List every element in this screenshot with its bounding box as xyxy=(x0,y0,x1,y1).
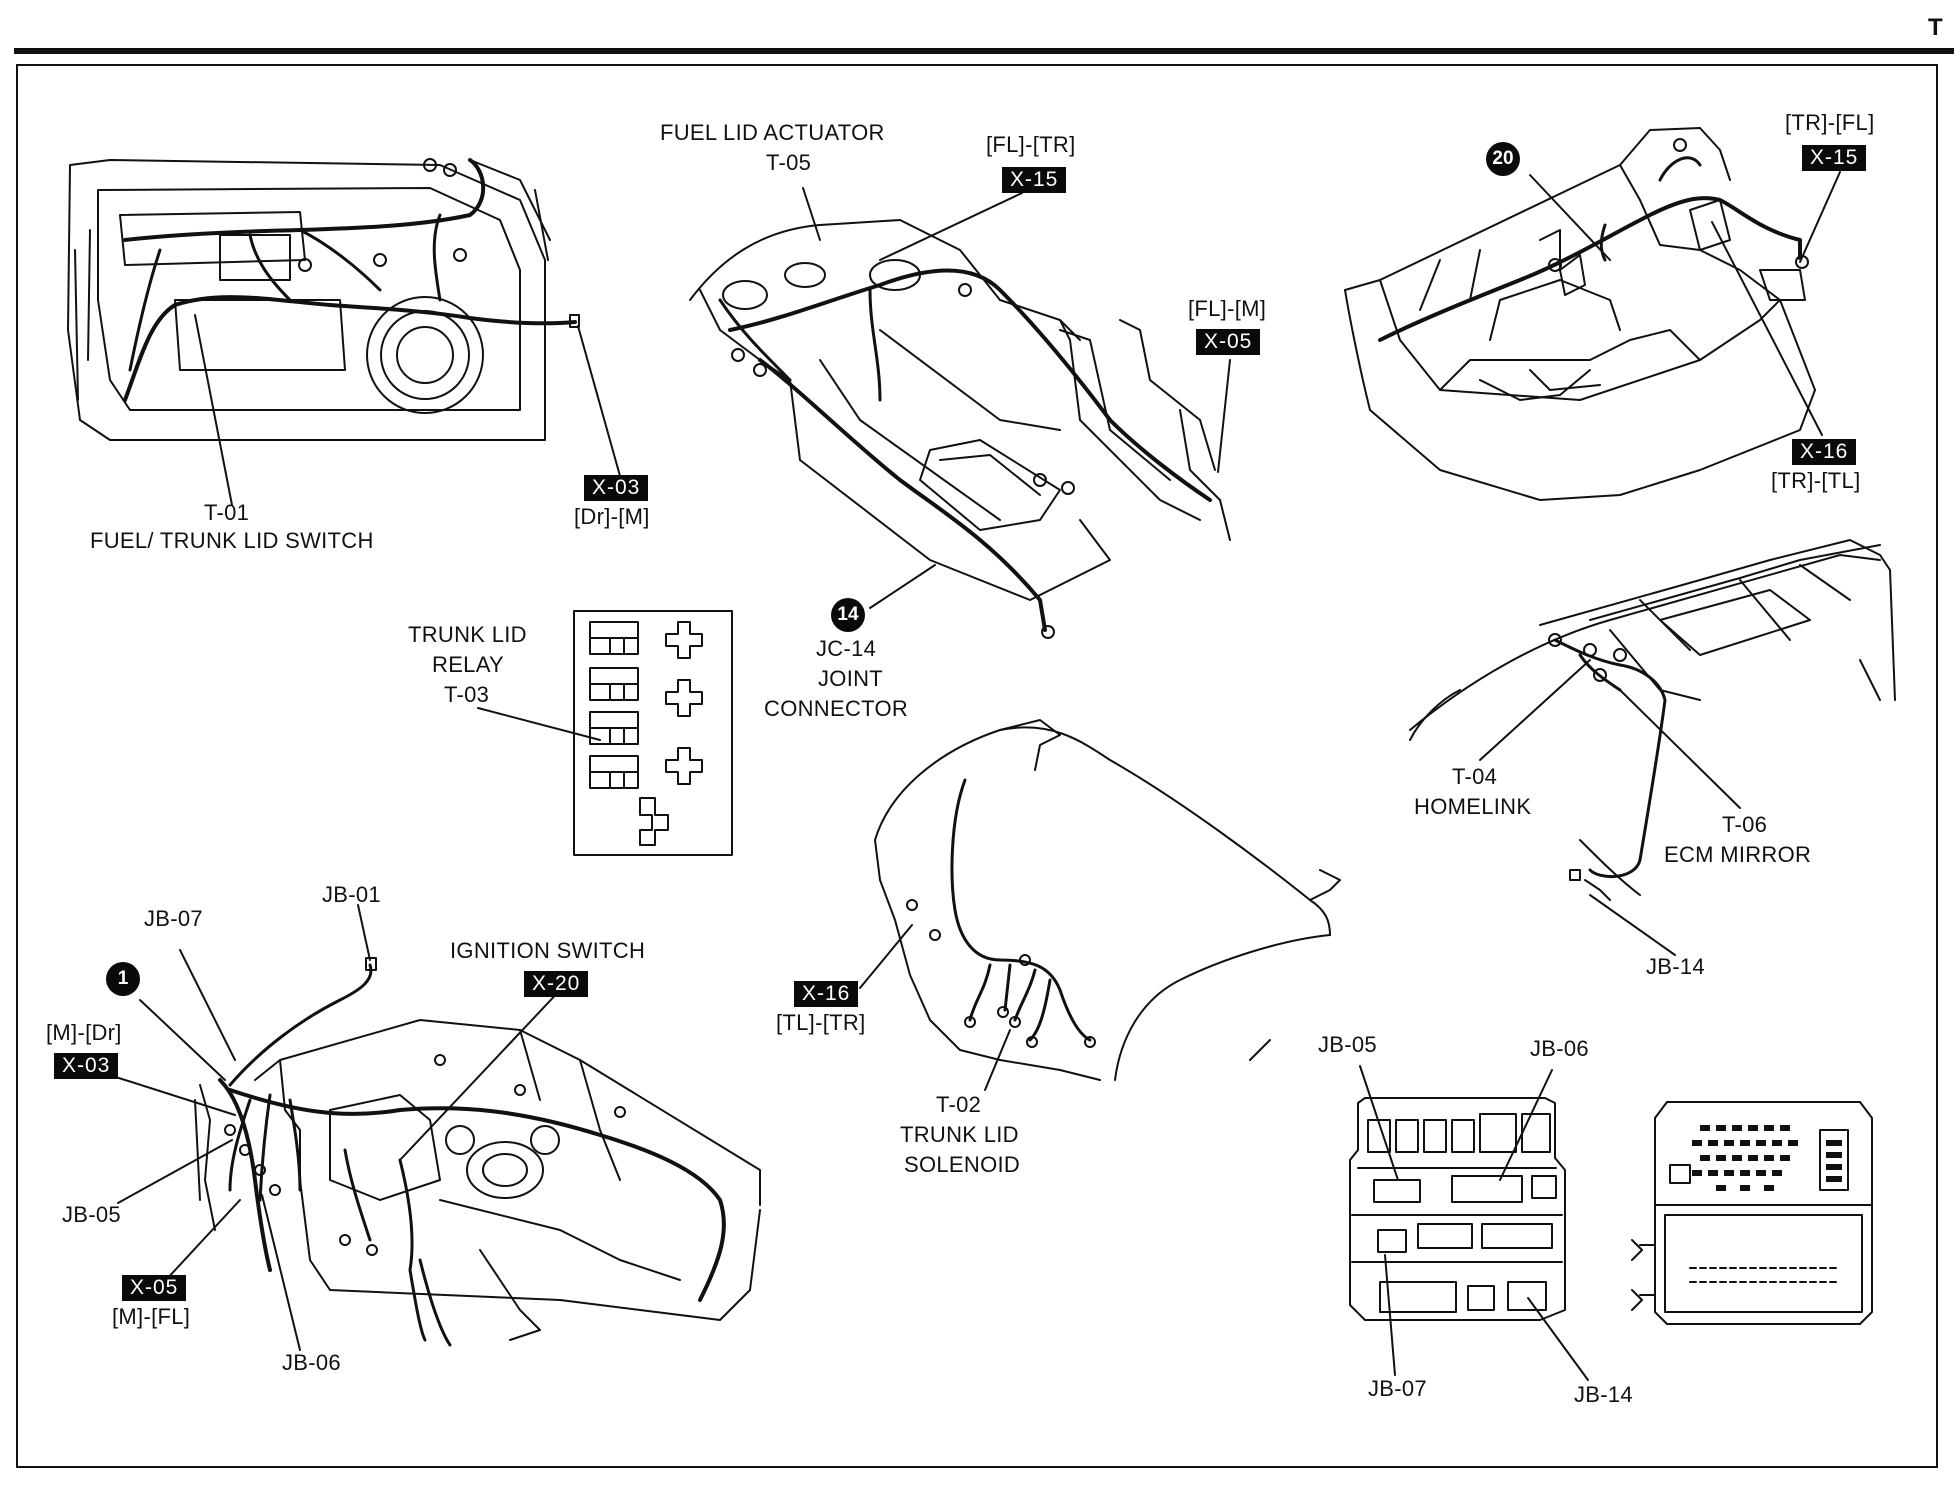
label-jb14-box: JB-14 xyxy=(1574,1382,1633,1407)
x20-tag: X-20 xyxy=(524,968,589,997)
leader-t02 xyxy=(984,1029,1011,1091)
x15-fl-tag-text: X-15 xyxy=(1002,167,1067,193)
label-t01-name: FUEL/ TRUNK LID SWITCH xyxy=(90,528,374,553)
label-x05-fl-sub: [FL]-[M] xyxy=(1188,296,1267,321)
roof-liner-illustration xyxy=(1409,539,1896,901)
callout-dot-14: 14 xyxy=(831,598,865,632)
x16-tl-tag: X-16 xyxy=(794,978,859,1007)
x20-tag-text: X-20 xyxy=(524,971,589,997)
label-ignition-switch: IGNITION SWITCH xyxy=(450,938,646,963)
leader-jb05-box xyxy=(1359,1065,1399,1181)
label-jc14-name1: JOINT xyxy=(818,666,884,691)
leader-x03-m xyxy=(99,1071,236,1116)
x03-dr-tag-text: X-03 xyxy=(584,475,649,501)
x03-m-tag: X-03 xyxy=(54,1050,119,1079)
leader-jb14-roof xyxy=(1589,894,1676,956)
leader-1 xyxy=(139,999,226,1081)
x16-tr-tag-text: X-16 xyxy=(1792,439,1857,465)
page-section-letter: T xyxy=(1928,14,1943,41)
label-x05-m-sub: [M]-[FL] xyxy=(112,1304,191,1329)
label-jb05-box: JB-05 xyxy=(1318,1032,1377,1057)
leader-jb07-box xyxy=(1384,1254,1396,1376)
diagram-frame xyxy=(16,64,1938,1468)
label-jb07-box: JB-07 xyxy=(1368,1376,1427,1401)
x15-tr-tag-text: X-15 xyxy=(1802,145,1867,171)
x05-fl-tag-text: X-05 xyxy=(1196,329,1261,355)
x05-m-tag-text: X-05 xyxy=(122,1275,187,1301)
label-x03-dr-sub: [Dr]-[M] xyxy=(574,504,650,529)
leader-t01 xyxy=(194,314,233,506)
door-panel-illustration xyxy=(67,158,580,441)
leader-t05 xyxy=(802,187,821,241)
label-t01-code: T-01 xyxy=(204,500,250,525)
leader-t04 xyxy=(1479,659,1591,761)
label-relay-name2: RELAY xyxy=(432,652,505,677)
leader-t06 xyxy=(1619,689,1741,809)
leader-jc14 xyxy=(869,564,936,609)
callout-dot-20: 20 xyxy=(1486,142,1520,176)
leader-jb05-dash xyxy=(117,1139,233,1204)
label-jb07-dash: JB-07 xyxy=(144,906,203,931)
x05-m-tag: X-05 xyxy=(122,1272,187,1301)
label-t02-code: T-02 xyxy=(936,1092,982,1117)
x15-tr-tag: X-15 xyxy=(1802,142,1867,171)
x03-m-tag-text: X-03 xyxy=(54,1053,119,1079)
leader-x15-tr xyxy=(1799,171,1841,263)
relay-block-illustration xyxy=(573,610,733,856)
label-x16-tr-sub: [TR]-[TL] xyxy=(1771,468,1861,493)
dashboard-harness-illustration xyxy=(194,957,761,1347)
top-rule xyxy=(14,48,1954,54)
label-x15-tr-sub: [TR]-[FL] xyxy=(1785,110,1875,135)
label-jb01: JB-01 xyxy=(322,882,381,907)
leader-jb07-dash xyxy=(179,949,236,1061)
label-x16-tl-sub: [TL]-[TR] xyxy=(776,1010,866,1035)
junction-box-rear-illustration xyxy=(1631,1101,1873,1325)
leader-jb06-dash xyxy=(261,1194,301,1351)
label-jc14-code: JC-14 xyxy=(816,636,877,661)
label-t04-code: T-04 xyxy=(1452,764,1498,789)
label-t02-name2: SOLENOID xyxy=(904,1152,1021,1177)
label-jb14-roof: JB-14 xyxy=(1646,954,1705,979)
label-x03-m-sub: [M]-[Dr] xyxy=(46,1020,122,1045)
x15-fl-tag: X-15 xyxy=(1002,164,1067,193)
floor-harness-illustration xyxy=(689,219,1231,639)
leader-x16-tl xyxy=(859,924,913,989)
label-t06-code: T-06 xyxy=(1722,812,1768,837)
junction-box-front-illustration xyxy=(1349,1097,1566,1321)
label-jb06-box: JB-06 xyxy=(1530,1036,1589,1061)
label-fuel-lid-code: T-05 xyxy=(766,150,812,175)
label-jb06-dash: JB-06 xyxy=(282,1350,341,1375)
x05-fl-tag: X-05 xyxy=(1196,326,1261,355)
leader-x05-m xyxy=(164,1199,241,1282)
x16-tl-tag-text: X-16 xyxy=(794,981,859,1007)
leader-t03 xyxy=(477,707,601,741)
label-fuel-lid-name: FUEL LID ACTUATOR xyxy=(660,120,885,145)
x16-tr-tag: X-16 xyxy=(1792,436,1857,465)
leader-jb14-box xyxy=(1527,1297,1589,1381)
leader-x16-tr xyxy=(1711,221,1823,436)
label-relay-code: T-03 xyxy=(444,682,490,707)
trunk-lid-illustration xyxy=(874,719,1341,1081)
junction-box-rear-fuse-grid xyxy=(1692,1125,1842,1191)
label-jc14-name2: CONNECTOR xyxy=(764,696,909,721)
leader-jb01 xyxy=(357,904,371,961)
label-t06-name: ECM MIRROR xyxy=(1664,842,1812,867)
label-t02-name1: TRUNK LID xyxy=(900,1122,1019,1147)
x03-dr-tag: X-03 xyxy=(584,472,649,501)
label-t04-name: HOMELINK xyxy=(1414,794,1532,819)
leader-20 xyxy=(1529,174,1611,261)
leader-x05-fl xyxy=(1217,359,1231,473)
leader-jb06-box xyxy=(1499,1069,1553,1181)
label-relay-name1: TRUNK LID xyxy=(408,622,527,647)
leader-x20 xyxy=(399,986,564,1161)
leader-x03-dr xyxy=(577,325,621,477)
leader-x15-fl xyxy=(879,192,1023,261)
trunk-body-illustration xyxy=(1344,127,1816,501)
label-x15-fl-sub: [FL]-[TR] xyxy=(986,132,1076,157)
callout-dot-1: 1 xyxy=(106,962,140,996)
label-jb05-dash: JB-05 xyxy=(62,1202,121,1227)
